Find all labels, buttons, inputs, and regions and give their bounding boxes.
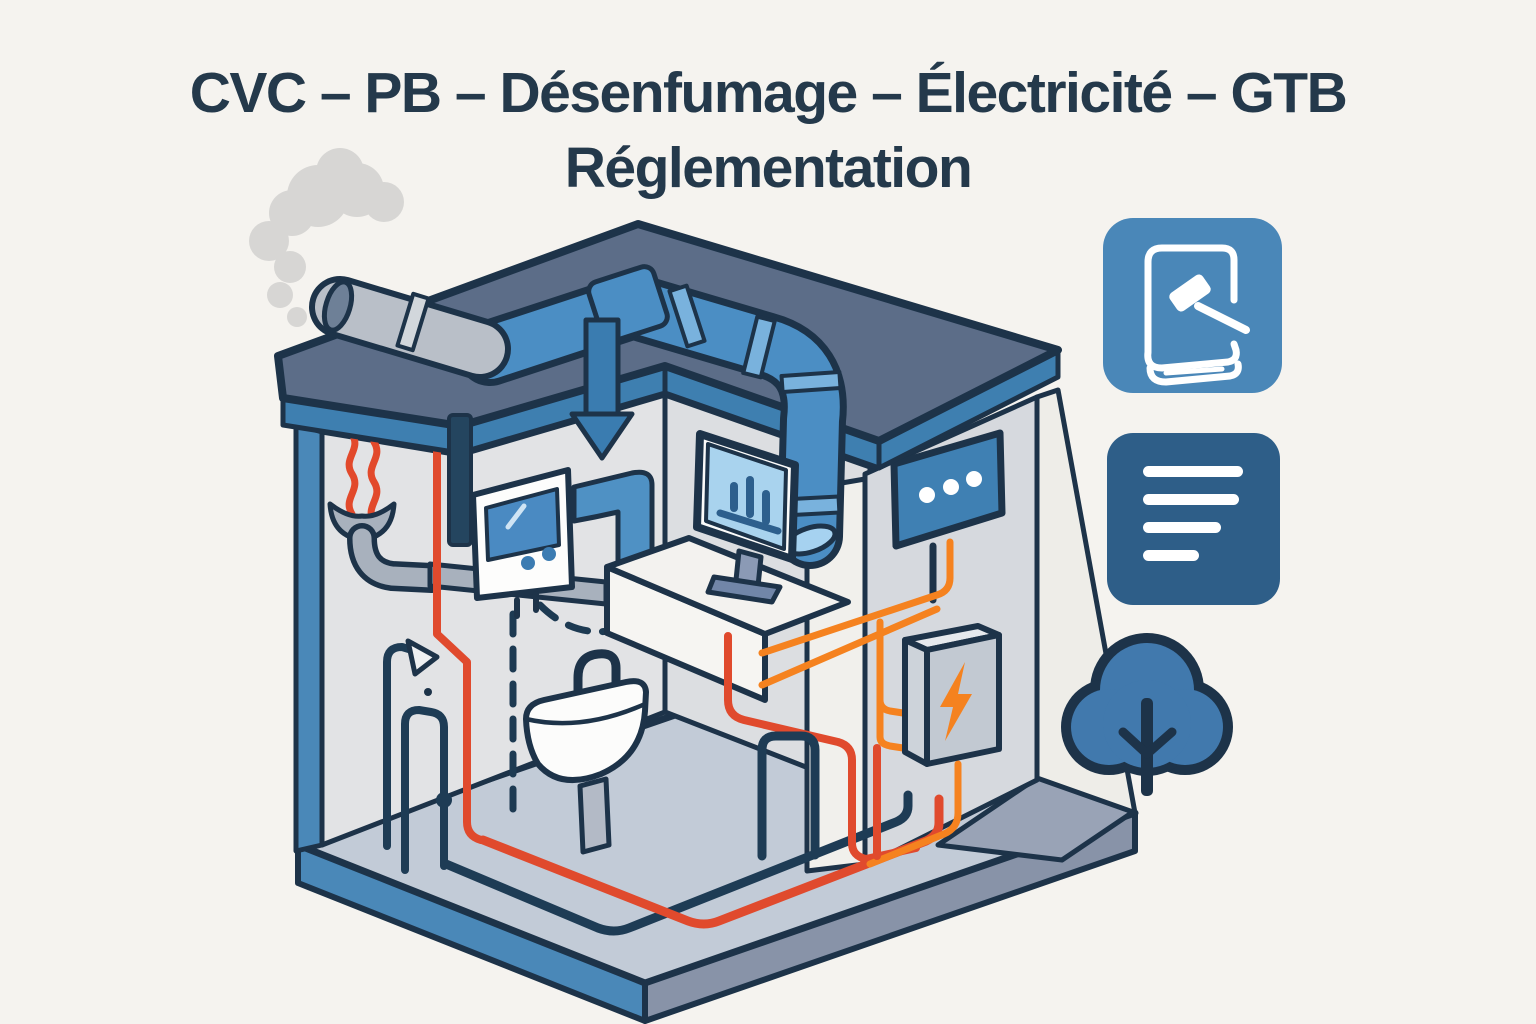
status-panel [890,429,1006,604]
thermostat-screen [484,487,561,562]
smoke-plume-icon [249,148,404,327]
electrical-panel [902,623,1002,767]
shower-head-icon [405,638,440,677]
pipe-hook [757,731,820,861]
extraction-hood-icon [327,501,397,543]
heating-return-pipe [724,632,920,863]
gavel-head [1169,274,1211,312]
monitor-stand-base [705,574,783,605]
heat-wave-icon [367,438,381,526]
gavel-handle [1194,302,1250,334]
cold-water-floor-pipe [441,790,913,936]
shower-pipe [383,643,416,850]
roof-edge-post [447,413,473,547]
title-line-1: CVC – PB – Désenfumage – Électricité – G… [189,61,1348,125]
supply-pipe-loop [401,706,448,874]
electrical-wiring [758,538,962,868]
terrace-floor [935,775,1136,863]
page-title: CVC – PB – Désenfumage – Électricité – G… [0,56,1536,206]
heating-riser-pipe [433,424,485,844]
tree-icon [1061,633,1233,796]
valve-dot [436,792,452,808]
supply-air-arrow-icon [569,317,635,461]
bar-chart-icon [716,476,782,535]
monitor-workstation [693,430,799,605]
exhaust-pipe [309,276,511,380]
basin-pedestal [577,776,612,855]
thermostat-panel [470,467,575,619]
shower-drip [424,688,432,696]
washbasin [523,649,649,855]
basin-bowl [523,678,649,783]
title-line-2: Réglementation [564,136,973,201]
basin-faucet [573,649,621,713]
lightning-bolt-icon [940,662,972,741]
heat-wave-icon [345,430,359,518]
left-wall-cut-face [293,421,325,854]
floor-pipes [441,790,944,936]
plumbing-fixtures [383,638,452,874]
law-book-icon [1103,218,1282,393]
document-icon [1107,433,1280,605]
hot-water-floor-pipe [478,794,944,929]
